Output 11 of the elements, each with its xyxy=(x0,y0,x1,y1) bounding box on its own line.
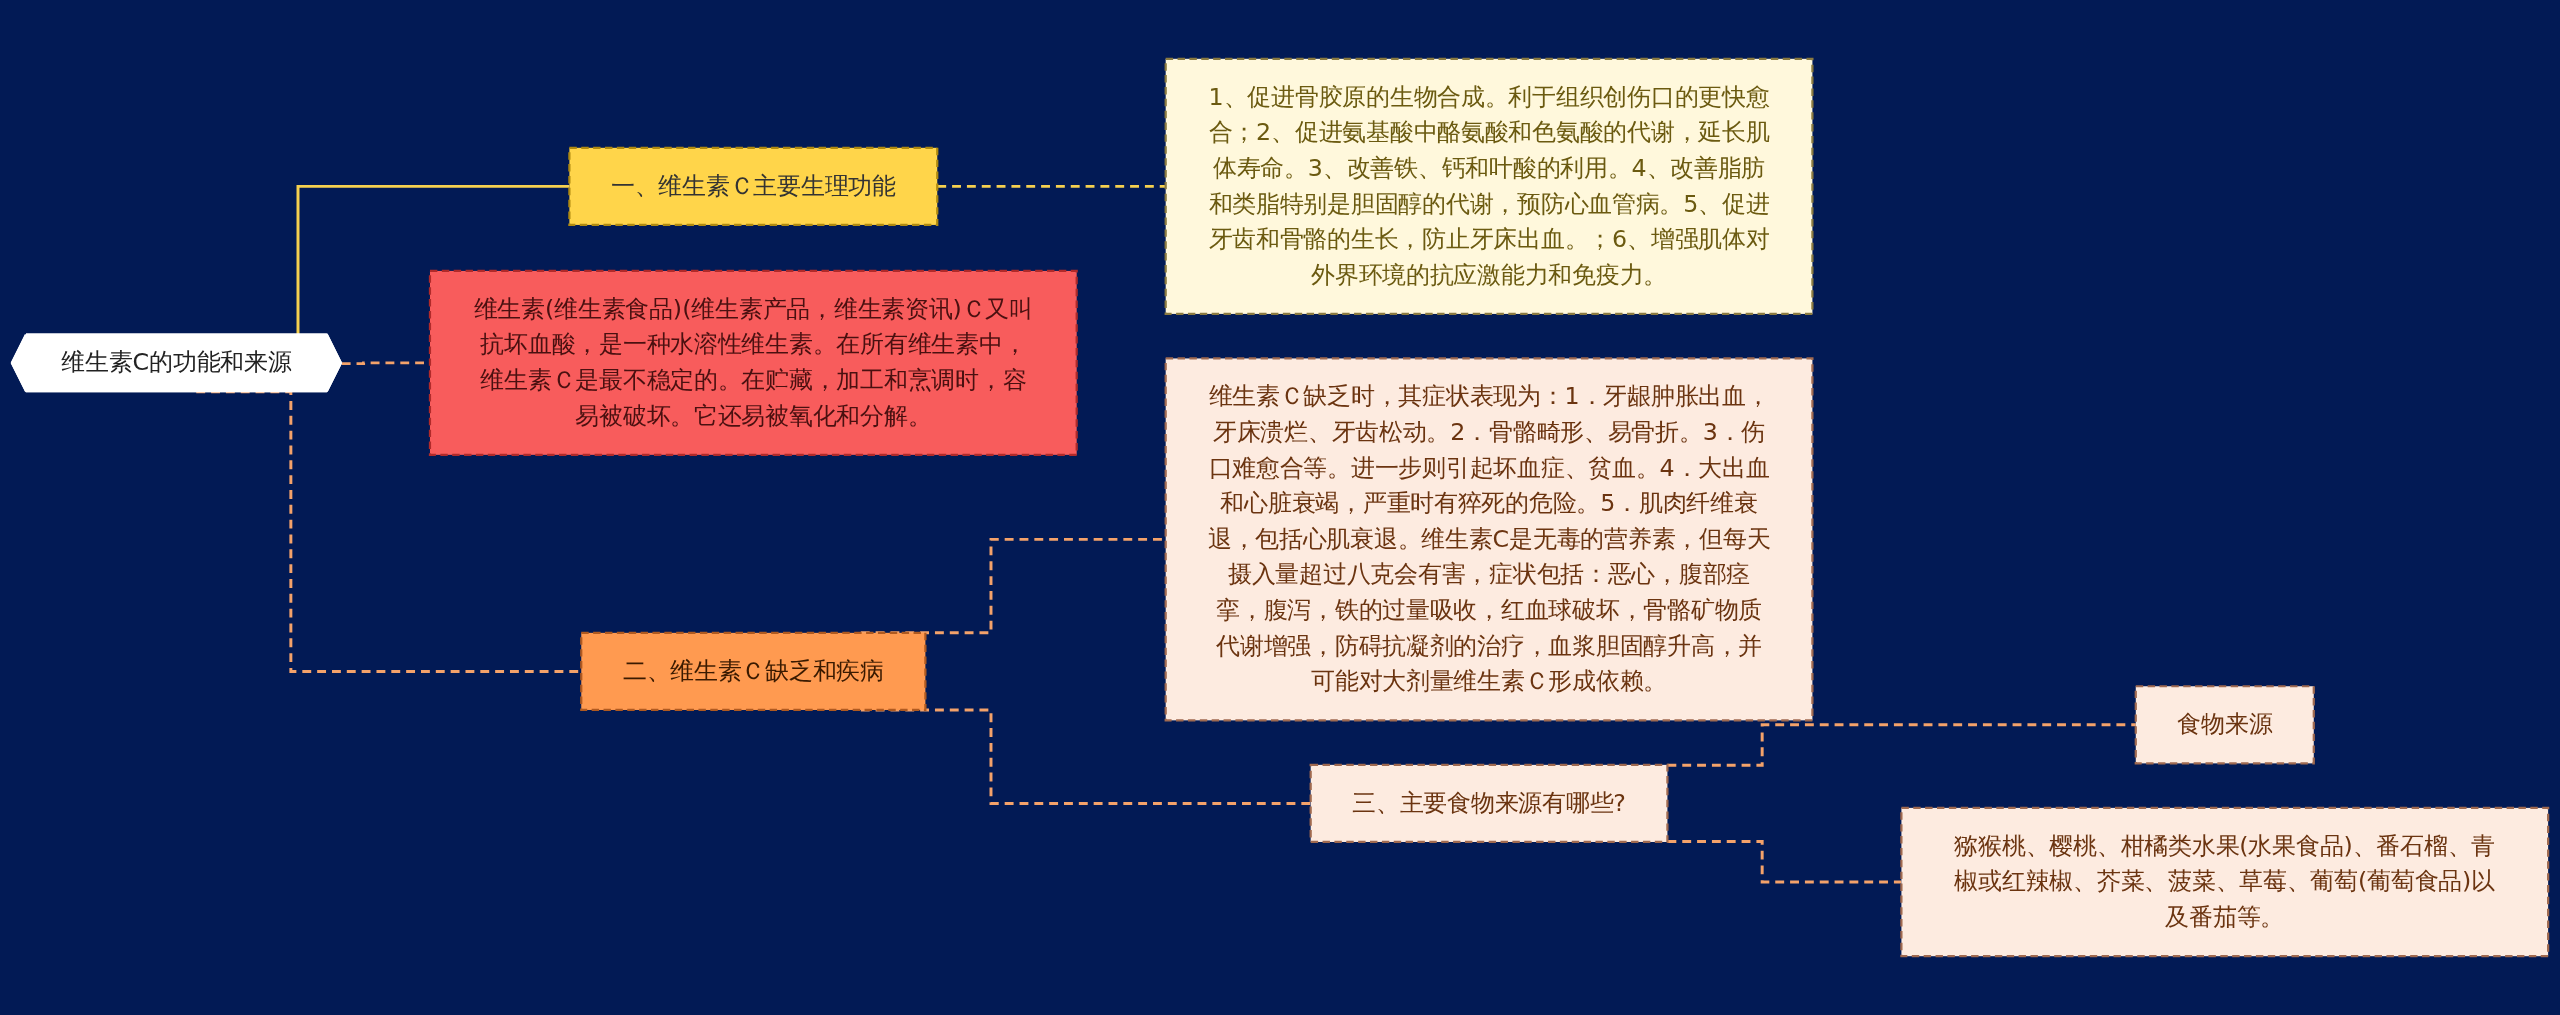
connector xyxy=(937,184,1166,188)
node-box: 二、维生素Ｃ缺乏和疾病 xyxy=(580,631,927,712)
connector xyxy=(1667,723,2136,767)
connector xyxy=(1667,840,1902,884)
node-box: 维生素Ｃ缺乏时，其症状表现为：1．牙龈肿胀出血，牙床溃烂、牙齿松动。2．骨骼畸形、易骨折。3．伤口难愈合等。进一步则引起坏血症、贫血。4．大出血和心脏衰竭，严重时有猝死的危险。5．肌肉纤维衰退，包括心肌衰退。维生素C是无毒的营养素，但每天摄入量超过八克会有害，症状包括：恶心，腹部痉挛，腹泻，铁的过量吸收，红血球破坏，骨骼矿物质代谢增强，防碍抗凝剂的治疗，血浆胆固醇升高，并可能对大剂量维生素Ｃ形成依赖。 xyxy=(1164,357,1814,722)
node-box: 一、维生素Ｃ主要生理功能 xyxy=(568,146,939,227)
node-box: 猕猴桃、樱桃、柑橘类水果(水果食品)、番石榴、青椒或红辣椒、芥菜、菠菜、草莓、葡萄(葡萄食品)以及番茄等。 xyxy=(1900,806,2550,958)
node-box: 1、促进骨胶原的生物合成。利于组织创伤口的更快愈合；2、促进氨基酸中酪氨酸和色氨酸的代谢，延长肌体寿命。3、改善铁、钙和叶酸的利用。4、改善脂肪和类脂特别是胆固醇的代谢，预防心血管病。5、促进牙齿和骨骼的生长，防止牙床出血。；6、增强肌体对外界环境的抗应激能力和免疫力。 xyxy=(1164,57,1814,316)
node-box: 维生素(维生素食品)(维生素产品，维生素资讯)Ｃ又叫抗坏血酸，是一种水溶性维生素。在所有维生素中，维生素Ｃ是最不稳定的。在贮藏，加工和烹调时，容易被破坏。它还易被氧化和分解。 xyxy=(428,269,1078,456)
node-box: 食物来源 xyxy=(2134,685,2315,765)
node-box: 三、主要食物来源有哪些? xyxy=(1309,763,1669,844)
